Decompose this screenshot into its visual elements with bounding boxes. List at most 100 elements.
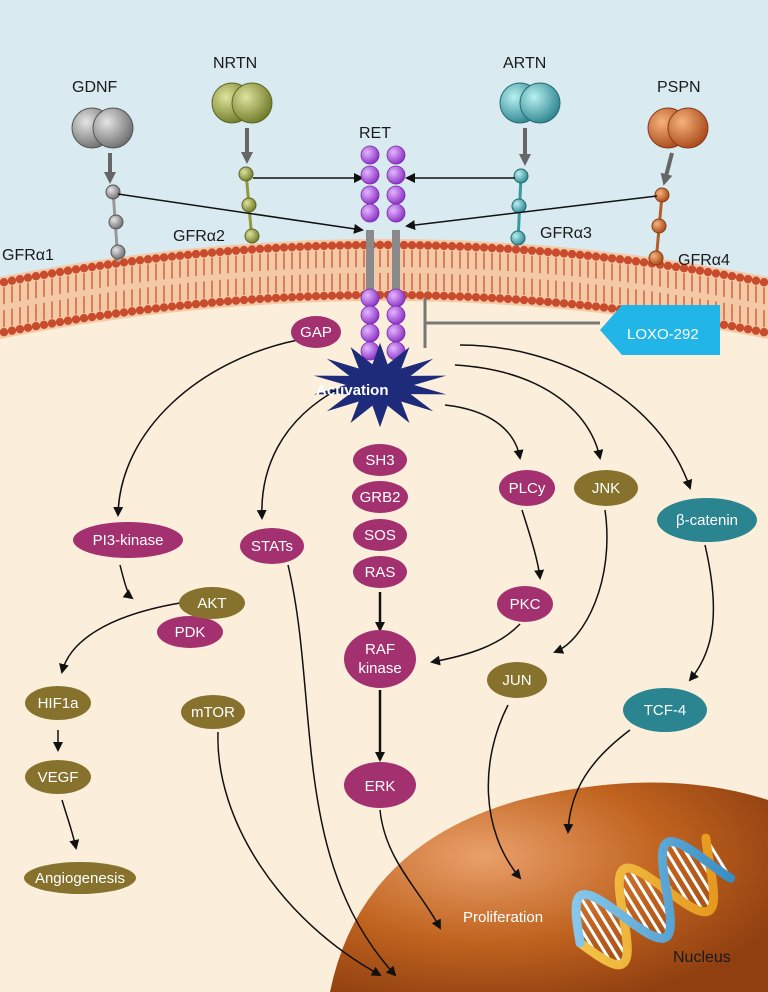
lipid-head xyxy=(439,241,449,251)
lipid-head xyxy=(543,297,553,307)
lipid-head xyxy=(279,293,289,302)
hif1a-label: HIF1a xyxy=(38,695,80,712)
lipid-head xyxy=(615,255,625,264)
lipid-head xyxy=(455,242,465,251)
lipid-head xyxy=(447,291,457,301)
ret-domain-bead xyxy=(386,203,406,223)
extracellular-area xyxy=(0,0,768,300)
lipid-head xyxy=(479,243,489,252)
lipid-head xyxy=(0,278,9,287)
lipid-head xyxy=(375,240,385,250)
gfra3-receptor xyxy=(510,168,529,246)
lipid-head xyxy=(47,269,57,278)
lipid-head xyxy=(7,326,17,335)
lipid-head xyxy=(519,245,529,255)
lipid-head xyxy=(719,270,729,279)
gfra4-to-ret-arrow xyxy=(405,195,658,231)
ret-domain-bead xyxy=(360,203,380,223)
lipid-head xyxy=(535,247,545,256)
lipid-head xyxy=(471,242,481,252)
activation-star xyxy=(313,342,447,428)
lipid-head xyxy=(191,249,201,259)
pspn-ligand xyxy=(647,107,709,149)
lipid-head xyxy=(159,253,169,262)
lipid-head xyxy=(175,301,185,310)
jnk-label: JNK xyxy=(592,480,620,497)
lipid-head xyxy=(567,299,577,309)
lipid-head xyxy=(551,298,561,307)
node-pkc: PKC xyxy=(497,586,553,622)
lipid-head xyxy=(695,266,705,275)
pspn-to-gfra4-arrow xyxy=(660,152,674,186)
node-hif1a: HIF1a xyxy=(25,686,91,720)
lipid-head xyxy=(207,248,217,257)
lipid-head xyxy=(127,257,137,266)
lipid-head xyxy=(247,245,257,254)
pi3k-to-akt-arrow xyxy=(119,564,134,600)
node-raf-kinase: RAF kinase xyxy=(344,630,416,688)
node-jnk: JNK xyxy=(574,470,638,506)
lipid-head xyxy=(591,302,601,311)
gfra1-receptor xyxy=(105,184,126,263)
lipid-head xyxy=(679,263,689,273)
node-grb2: GRB2 xyxy=(352,481,408,513)
pi3k-label: PI3-kinase xyxy=(93,532,164,549)
bcatenin-to-tcf4-arrow xyxy=(688,544,715,682)
artn-ligand xyxy=(499,82,561,124)
lipid-head xyxy=(407,291,417,300)
lipid-head xyxy=(567,249,577,259)
lipid-head xyxy=(239,245,249,255)
plcy-label: PLCy xyxy=(509,480,546,497)
lipid-head xyxy=(551,248,561,257)
lipid-head xyxy=(199,299,209,308)
ret-domain-bead xyxy=(386,145,406,165)
ret-domain-bead xyxy=(386,305,406,325)
lipid-head xyxy=(607,304,617,313)
lipid-head xyxy=(231,246,241,255)
vegf-to-angiogenesis-arrow xyxy=(61,799,80,850)
lipid-head xyxy=(471,292,481,302)
mtor-label: mTOR xyxy=(191,704,235,721)
ret-domain-bead xyxy=(360,305,380,325)
ret-domain-bead xyxy=(360,145,380,165)
lipid-head xyxy=(583,251,593,260)
erk-to-nucleus-arrow xyxy=(379,809,441,930)
lipid-head xyxy=(743,274,753,284)
lipid-head xyxy=(271,293,281,303)
lipid-head xyxy=(735,273,745,282)
lipid-head xyxy=(511,295,521,304)
lipid-head xyxy=(103,260,113,269)
akt-to-hif1a-arrow xyxy=(59,602,181,674)
lipid-head xyxy=(255,294,265,304)
tcf4-label: TCF-4 xyxy=(644,702,687,719)
node-vegf: VEGF xyxy=(25,760,91,794)
pspn-label: PSPN xyxy=(657,79,701,96)
lipid-head xyxy=(143,255,153,264)
lipid-head xyxy=(263,294,273,303)
lipid-head xyxy=(327,241,337,250)
tcf4-to-nucleus-arrow xyxy=(563,729,631,834)
dna-strand-a xyxy=(575,833,719,970)
lipid-head xyxy=(287,292,297,302)
lipid-head xyxy=(55,317,65,327)
lipid-head xyxy=(215,297,225,307)
lipid-head xyxy=(703,267,713,277)
node-plcy: PLCy xyxy=(499,470,555,506)
lipid-head xyxy=(287,242,297,252)
lipid-head xyxy=(263,244,273,253)
lipid-head xyxy=(39,320,49,329)
lipid-head xyxy=(87,262,97,272)
lipid-head xyxy=(503,244,513,254)
lipid-head xyxy=(15,274,25,284)
lipid-head xyxy=(455,292,465,301)
pkc-to-raf-arrow xyxy=(430,623,521,666)
lipid-head xyxy=(383,240,393,250)
lipid-head xyxy=(143,305,153,314)
sos-label: SOS xyxy=(364,527,396,544)
lipid-head xyxy=(687,265,697,274)
lipid-head xyxy=(735,323,745,332)
lipid-head xyxy=(631,257,641,266)
lipid-head xyxy=(439,291,449,301)
lipid-head xyxy=(295,242,305,252)
dna-base-pair xyxy=(620,870,665,940)
